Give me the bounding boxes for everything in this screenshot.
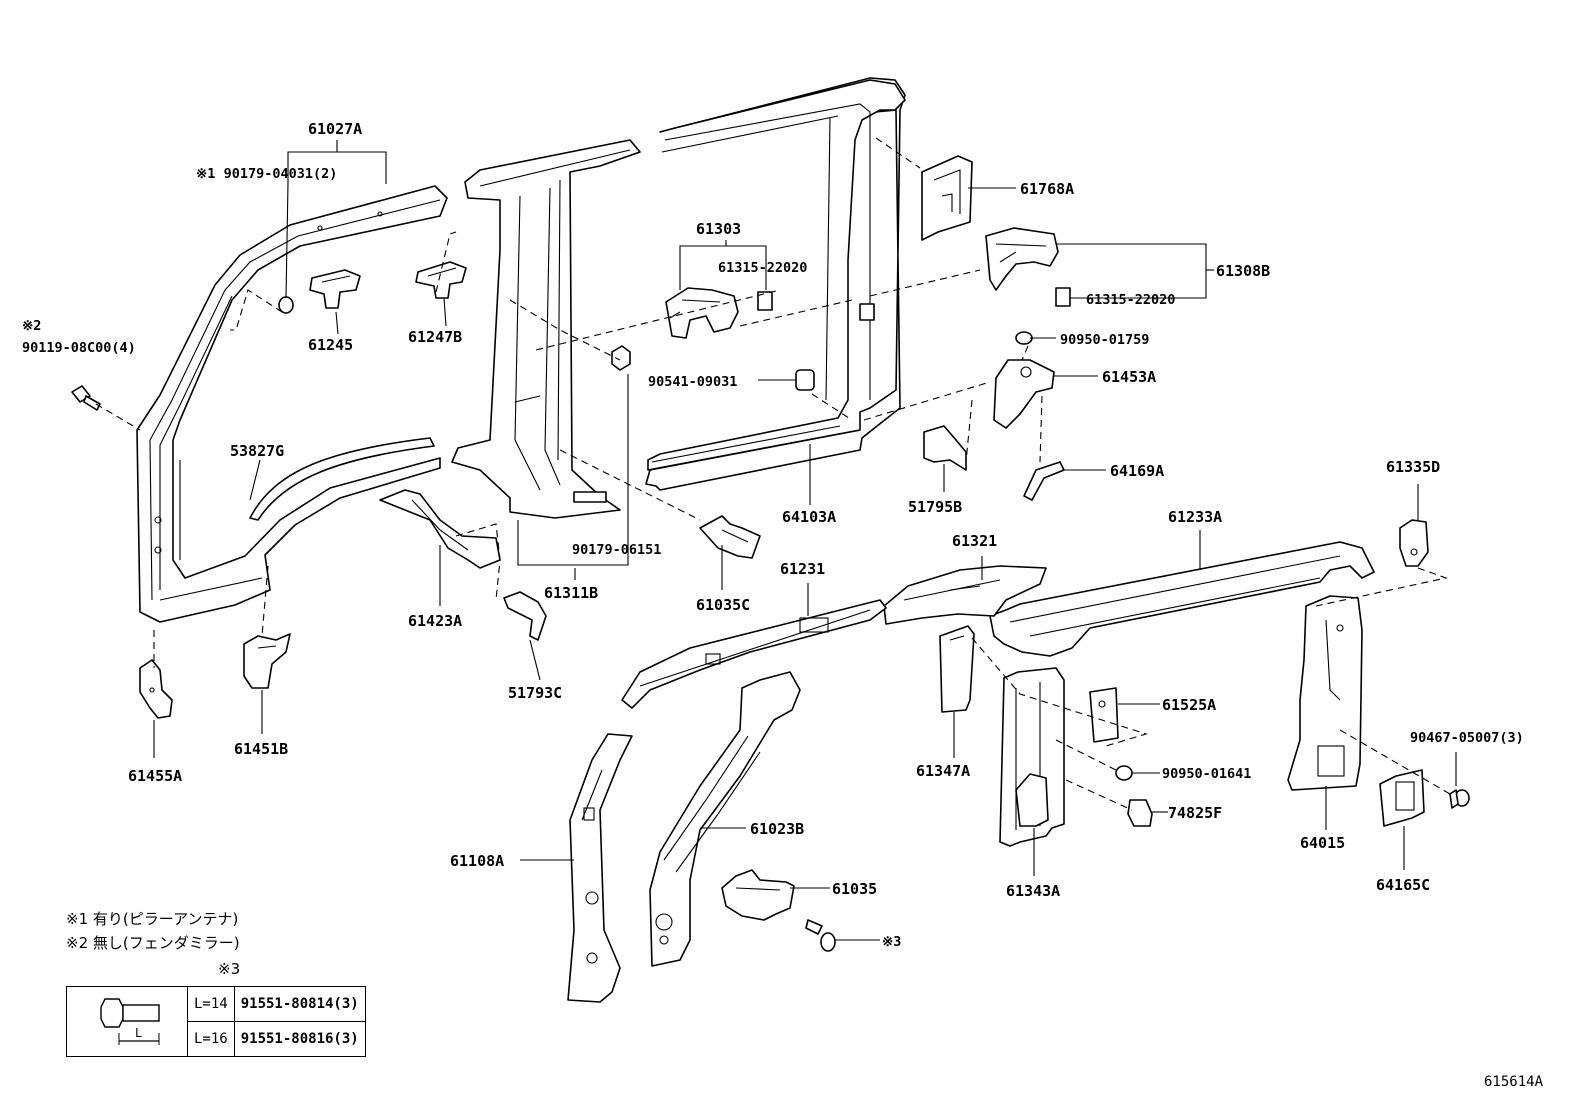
bracket-61768A[interactable] <box>921 155 973 241</box>
bracket-61308B[interactable] <box>985 227 1059 291</box>
label-61245: 61245 <box>308 336 353 354</box>
side-door-frame-64103A[interactable] <box>645 77 906 491</box>
label-61451B: 61451B <box>234 740 288 758</box>
bracket-61245[interactable] <box>309 269 361 309</box>
bolt-length-label: L <box>135 1026 142 1040</box>
label-90119-08C00: 90119-08C00(4) <box>22 340 136 356</box>
clip-74825F[interactable] <box>1127 799 1153 827</box>
roof-side-rail-61233A[interactable] <box>989 541 1375 657</box>
label-61035: 61035 <box>832 880 877 898</box>
bolt-part-1[interactable]: 91551-80814(3) <box>233 986 366 1022</box>
footnote-1: ※1 有り(ピラーアンテナ) <box>66 910 239 928</box>
bolt-table-row: L=16 91551-80816(3) <box>67 1021 366 1057</box>
bracket-61453A[interactable] <box>993 359 1055 429</box>
bolt-table-row: L L=14 91551-80814(3) <box>66 986 366 1057</box>
label-ref3: ※3 <box>882 934 901 950</box>
panel-61321[interactable] <box>883 565 1047 625</box>
leader-lines <box>153 140 1457 941</box>
roof-rail-61231[interactable] <box>621 599 887 709</box>
footnote-3-heading: ※3 <box>218 960 241 978</box>
bolt-ref3[interactable] <box>805 919 836 952</box>
label-61308B: 61308B <box>1216 262 1270 280</box>
clip-61315-22020-a[interactable] <box>757 291 773 311</box>
label-61423A: 61423A <box>408 612 462 630</box>
dashed-connectors <box>95 137 1451 811</box>
bracket-61455A[interactable] <box>139 659 173 719</box>
label-61233A: 61233A <box>1168 508 1222 526</box>
label-90950-01759: 90950-01759 <box>1060 332 1149 348</box>
bracket-61451B[interactable] <box>243 633 291 689</box>
label-note2-mark: ※2 <box>22 318 41 334</box>
clip-90467-05007[interactable] <box>1449 789 1470 809</box>
label-74825F: 74825F <box>1168 804 1222 822</box>
bracket-61035[interactable] <box>721 869 795 921</box>
wheelarch-molding-53827G[interactable] <box>249 437 435 521</box>
label-61023B: 61023B <box>750 820 804 838</box>
bolt-90119-08C00[interactable] <box>71 385 101 411</box>
pillar-reinforce-61347A[interactable] <box>939 625 975 713</box>
label-61525A: 61525A <box>1162 696 1216 714</box>
plug-90950-01759[interactable] <box>1015 331 1033 345</box>
bracket-61247B[interactable] <box>415 261 467 299</box>
quarter-panel-64015[interactable] <box>1287 595 1363 791</box>
bracket-61303[interactable] <box>665 287 739 339</box>
label-61455A: 61455A <box>128 767 182 785</box>
label-61231: 61231 <box>780 560 825 578</box>
label-61321: 61321 <box>952 532 997 550</box>
label-61343A: 61343A <box>1006 882 1060 900</box>
front-pillar-61023B[interactable] <box>649 671 801 967</box>
bracket-61335D[interactable] <box>1399 519 1429 567</box>
label-61768A: 61768A <box>1020 180 1074 198</box>
bolt-part-2[interactable]: 91551-80816(3) <box>233 1021 366 1057</box>
center-pillar-61311B[interactable] <box>451 139 641 519</box>
cushion-90541-09031[interactable] <box>795 369 815 391</box>
bolt-illustration-cell: L <box>66 986 188 1057</box>
label-61247B: 61247B <box>408 328 462 346</box>
label-90179-06151: 90179-06151 <box>572 542 661 558</box>
label-61335D: 61335D <box>1386 458 1440 476</box>
bracket-51793C[interactable] <box>503 591 547 641</box>
patch-61525A[interactable] <box>1089 687 1119 743</box>
footnote-2: ※2 無し(フェンダミラー) <box>66 934 240 952</box>
nut-90179-06151[interactable] <box>611 345 631 371</box>
cover-64165C[interactable] <box>1379 769 1425 827</box>
figure-id: 615614A <box>1484 1074 1544 1090</box>
plug-90950-01641[interactable] <box>1115 765 1133 781</box>
label-53827G: 53827G <box>230 442 284 460</box>
label-51793C: 51793C <box>508 684 562 702</box>
label-51795B: 51795B <box>908 498 962 516</box>
pillar-61343A[interactable] <box>999 667 1065 847</box>
label-61035C: 61035C <box>696 596 750 614</box>
label-61303: 61303 <box>696 220 741 238</box>
label-64165C: 64165C <box>1376 876 1430 894</box>
label-90950-01641: 90950-01641 <box>1162 766 1251 782</box>
label-64015: 64015 <box>1300 834 1345 852</box>
label-61027A: 61027A <box>308 120 362 138</box>
label-61453A: 61453A <box>1102 368 1156 386</box>
bracket-51795B[interactable] <box>923 425 967 471</box>
label-61311B: 61311B <box>544 584 598 602</box>
bracket-61035C[interactable] <box>699 515 761 559</box>
bolt-length-1: L=14 <box>187 986 235 1022</box>
pillar-61108A[interactable] <box>567 733 633 1003</box>
label-90179-04031: ※1 90179-04031(2) <box>196 166 337 182</box>
label-61108A: 61108A <box>450 852 504 870</box>
label-90541-09031: 90541-09031 <box>648 374 737 390</box>
label-61315-22020-b: 61315-22020 <box>1086 292 1175 308</box>
bolt-table: L L=14 91551-80814(3) L=16 91551-80816(3… <box>66 986 366 1057</box>
label-61315-22020-a: 61315-22020 <box>718 260 807 276</box>
clip-61315-22020-b[interactable] <box>1055 287 1071 307</box>
label-61347A: 61347A <box>916 762 970 780</box>
label-64169A: 64169A <box>1110 462 1164 480</box>
label-64103A: 64103A <box>782 508 836 526</box>
part-labels: 61027A ※1 90179-04031(2) 61245 61247B ※2… <box>22 120 1524 950</box>
nut-90179-04031[interactable] <box>278 296 294 314</box>
front-pillar-frame-61027A[interactable] <box>136 185 448 623</box>
label-90467-05007: 90467-05007(3) <box>1410 730 1524 746</box>
spacer-64169A[interactable] <box>1023 461 1065 501</box>
bolt-icon: L <box>100 997 160 1045</box>
bolt-length-2: L=16 <box>187 1021 235 1057</box>
